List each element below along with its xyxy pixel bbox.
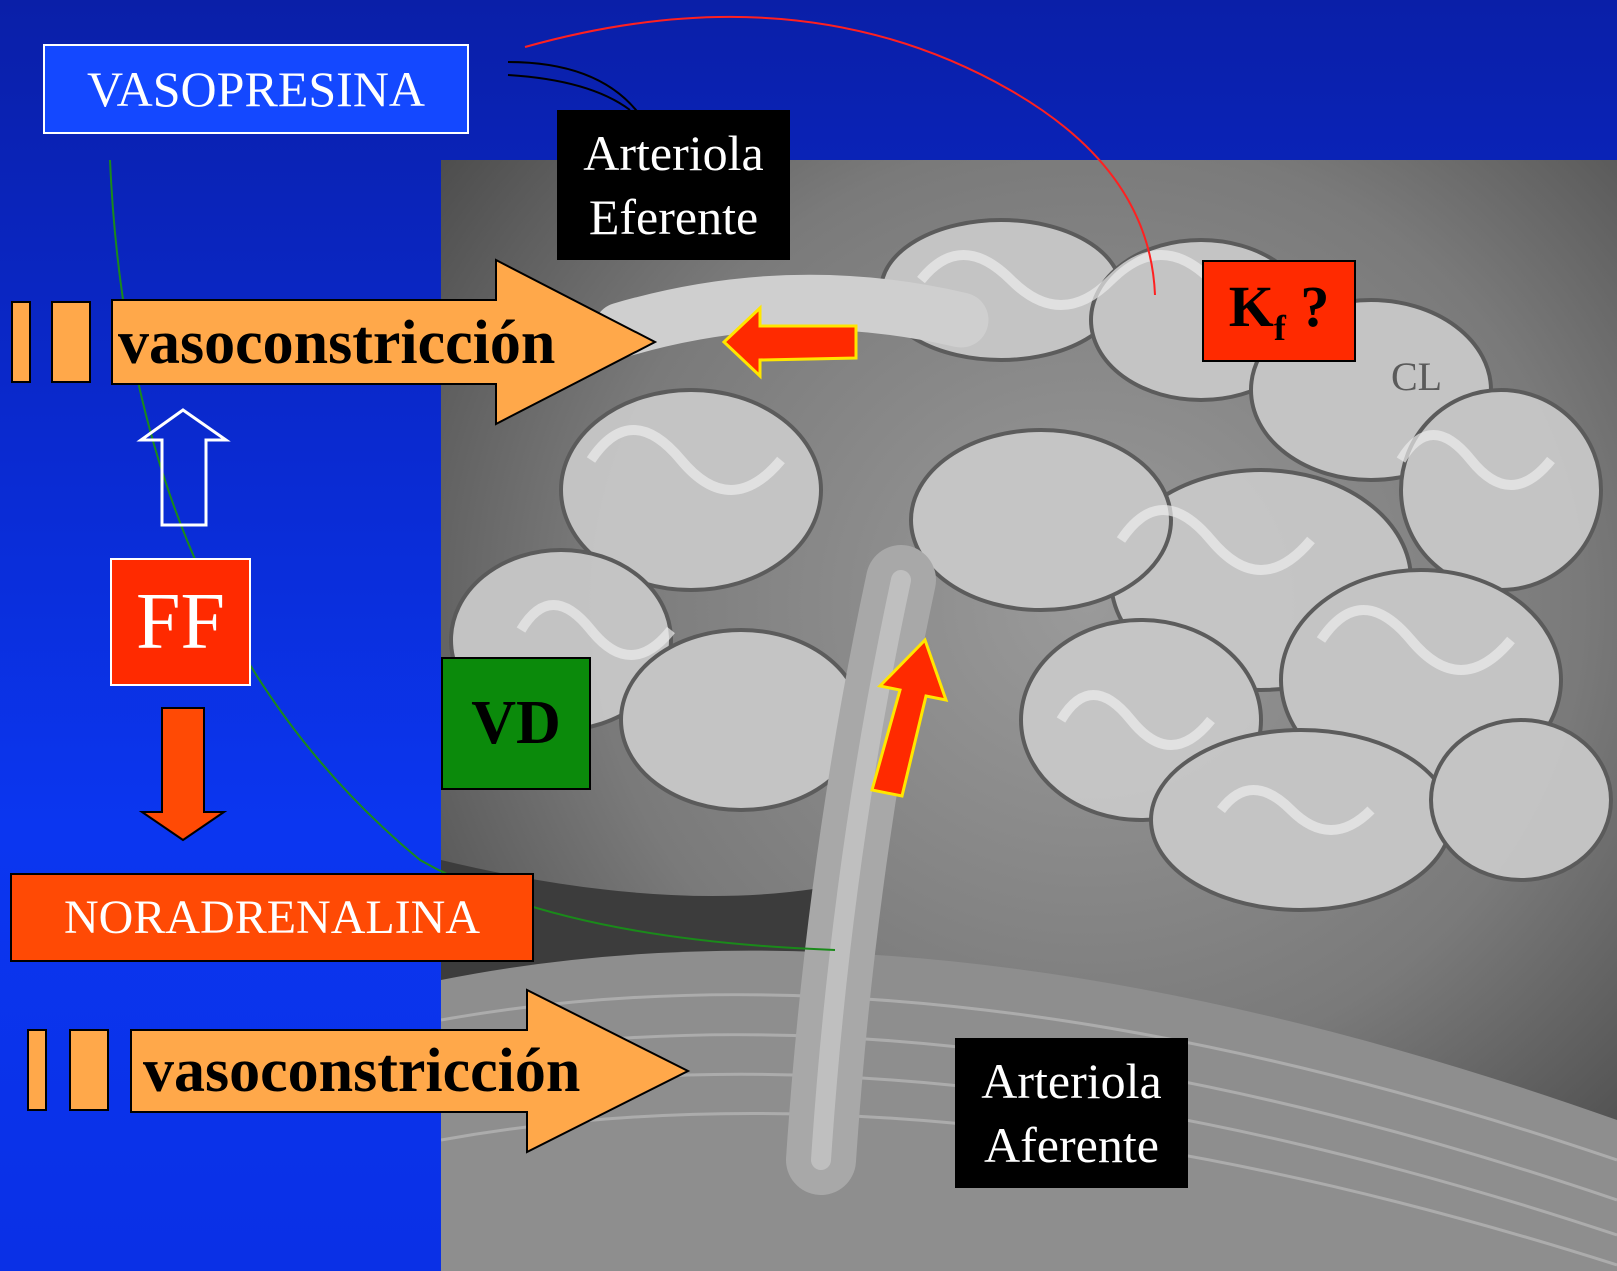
kf-subscript: f	[1274, 308, 1286, 348]
kf-box: Kf ?	[1202, 260, 1356, 362]
hollow-up-arrow	[141, 410, 226, 525]
arteriola-aferente-line2: Aferente	[984, 1113, 1159, 1177]
arteriola-eferente-box: Arteriola Eferente	[557, 110, 790, 260]
vasopresina-box: VASOPRESINA	[43, 44, 469, 134]
vasoconstriccion-bottom-label: vasoconstricción	[143, 1036, 580, 1107]
vd-label: VD	[471, 688, 561, 759]
ff-label: FF	[136, 577, 225, 668]
arteriola-aferente-box: Arteriola Aferente	[955, 1038, 1188, 1188]
micrograph-letter: CL	[1391, 354, 1442, 399]
kf-main: K	[1229, 274, 1274, 339]
vd-box: VD	[441, 657, 591, 790]
down-arrow	[142, 708, 224, 840]
black-connector-line-1	[508, 62, 640, 115]
arteriola-eferente-line2: Eferente	[589, 185, 758, 249]
kf-suffix: ?	[1286, 274, 1330, 339]
noradrenalina-box: NORADRENALINA	[10, 873, 534, 962]
ff-box: FF	[110, 558, 251, 686]
kf-label: Kf ?	[1229, 273, 1330, 349]
arteriola-aferente-line1: Arteriola	[981, 1049, 1161, 1113]
vasoconstriccion-top-label: vasoconstricción	[118, 308, 555, 379]
arteriola-eferente-line1: Arteriola	[583, 121, 763, 185]
black-connector-line-2	[508, 75, 630, 110]
noradrenalina-label: NORADRENALINA	[64, 890, 480, 945]
vasopresina-label: VASOPRESINA	[87, 60, 425, 118]
